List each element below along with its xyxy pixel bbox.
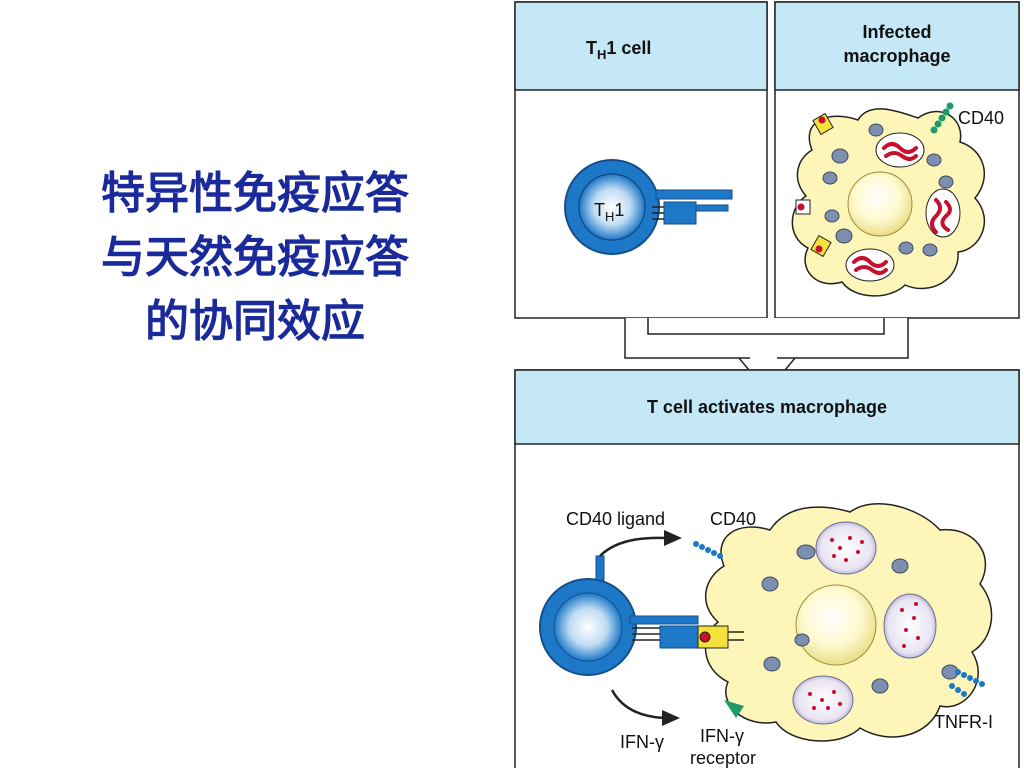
tcr-receptor [663, 201, 697, 225]
tnfr-chain [949, 669, 985, 697]
activated-macrophage-nucleus [795, 584, 877, 666]
panel-activation-header [514, 369, 1020, 445]
tnfr-label: TNFR-I [934, 712, 993, 732]
infected-macrophage: CD40 [791, 102, 1004, 297]
mhc-peptide-complex [697, 625, 729, 649]
panel-macrophage-title-line1: Infected [862, 22, 931, 42]
panel-th1-title: TH1 cell [586, 38, 651, 62]
cd40-ligand-receptor [655, 189, 733, 200]
macrophage-nucleus [847, 171, 913, 237]
fused-vacuole-2 [883, 593, 937, 659]
vacuole-3 [845, 248, 895, 282]
title-line-3: 的协同效应 [145, 296, 365, 347]
activated-macrophage [704, 503, 993, 742]
title-line-1: 特异性免疫应答 [101, 168, 409, 219]
mhc-receptor-2 [795, 199, 811, 215]
cd40-ligand-label: CD40 ligand [566, 509, 665, 529]
panel-activation-title: T cell activates macrophage [647, 397, 887, 417]
panel-activation: T cell activates macrophage [514, 369, 1020, 768]
activated-th1-nucleus [553, 592, 623, 662]
cd40-ligand-stub [595, 555, 605, 581]
cd40-chain-active [693, 541, 723, 559]
ifn-gamma-receptor-label-line2: receptor [690, 748, 756, 768]
panel-th1-header [514, 1, 768, 91]
slide-title: 特异性免疫应答 与天然免疫应答 的协同效应 [40, 162, 470, 354]
panel-macrophage: Infected macrophage [774, 1, 1020, 319]
mhc-receptor-1 [812, 112, 834, 136]
th1-cell-label: TH1 [594, 200, 624, 224]
vacuole-2 [925, 188, 961, 238]
activated-th1-cell [539, 555, 744, 676]
title-line-2: 与天然免疫应答 [101, 232, 409, 283]
cd40-label: CD40 [710, 509, 756, 529]
macrophage-cd40-label: CD40 [958, 108, 1004, 128]
ifn-gamma-receptor-shape [724, 700, 744, 718]
panel-macrophage-header [774, 1, 1020, 91]
th1-cell: TH1 [564, 159, 733, 255]
panel-th1: TH1 cell TH1 [514, 1, 768, 319]
cd40-receptor-chain [930, 102, 954, 134]
cd40-ligand-arrow [599, 536, 667, 557]
fused-vacuole-1 [815, 521, 877, 575]
ifn-gamma-arrow [610, 689, 665, 720]
mhc-receptor-3 [810, 234, 832, 258]
ifn-gamma-label: IFN-γ [620, 732, 664, 752]
ifn-gamma-receptor-label-line1: IFN-γ [700, 726, 744, 746]
th1-cell-nucleus [578, 173, 646, 241]
panel-macrophage-title-line2: macrophage [843, 46, 950, 66]
